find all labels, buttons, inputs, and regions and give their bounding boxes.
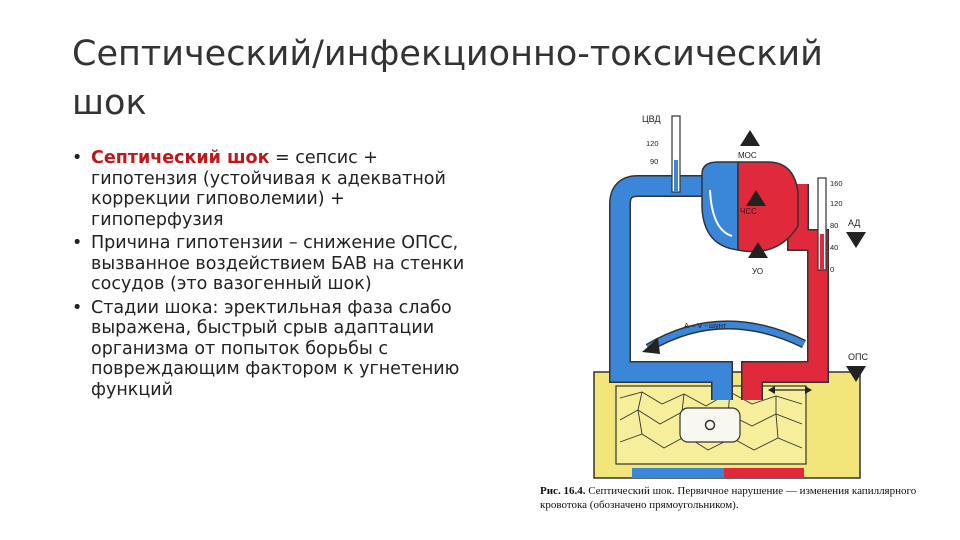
- ad-tick: 120: [830, 199, 843, 208]
- artery-pipe: [742, 184, 828, 400]
- ad-tick: 40: [830, 243, 838, 252]
- chss-up-arrow-icon: [746, 190, 766, 206]
- caption-figure-number: Рис. 16.4.: [540, 485, 586, 497]
- ad-label: АД: [848, 218, 860, 228]
- bullet-dot: •: [72, 233, 83, 253]
- bullet-item: • Септический шок = сепсис + гипотензия (…: [72, 148, 472, 230]
- bullet-item: • Стадии шока: эректильная фаза слабо выр…: [72, 298, 472, 401]
- uo-label: УО: [752, 267, 763, 276]
- bullet-text: Причина гипотензии – снижение ОПСС, вызв…: [91, 233, 465, 294]
- ops-down-arrow-icon: [846, 366, 866, 382]
- av-shunt-arc: [646, 322, 806, 351]
- heart-septum-line: [709, 189, 733, 237]
- exchange-arrow-left-icon: [768, 386, 775, 394]
- chss-label: ЧСС: [740, 207, 757, 216]
- arterial-tissue-flow: [724, 468, 804, 478]
- bullet-text: = сепсис + гипотензия (устойчивая к адек…: [91, 148, 446, 230]
- cell-nucleus: [704, 419, 716, 431]
- heart-right-side: [701, 161, 739, 251]
- uo-up-arrow-icon: [748, 242, 768, 258]
- ad-tick: 80: [830, 221, 838, 230]
- mos-up-arrow-icon: [740, 130, 760, 146]
- cvd-tick: 120: [646, 139, 659, 148]
- ad-down-arrow-icon: [846, 232, 866, 248]
- bullet-item: • Причина гипотензии – снижение ОПСС, выз…: [72, 233, 472, 295]
- exchange-arrow-right-icon: [805, 386, 812, 394]
- vein-pipe: [610, 176, 732, 400]
- ops-label: ОПС: [848, 352, 868, 362]
- ad-fill: [820, 234, 824, 270]
- caption-text: Септический шок. Первичное нарушение — и…: [540, 485, 917, 511]
- organ-cell: [679, 407, 741, 443]
- mos-label: МОС: [738, 151, 757, 160]
- ad-tick: 0: [830, 265, 834, 274]
- shunt-arrow-icon: [642, 338, 660, 354]
- figure-caption: Рис. 16.4. Септический шок. Первичное на…: [540, 484, 940, 512]
- slide-title: Септический/инфекционно-токсический шок: [72, 34, 823, 123]
- bullet-dot: •: [72, 148, 83, 168]
- venous-tissue-flow: [632, 468, 724, 478]
- cvd-fill: [674, 160, 678, 192]
- bullet-text: Стадии шока: эректильная фаза слабо выра…: [91, 297, 460, 400]
- cvd-tick: 90: [650, 157, 658, 166]
- bullet-dot: •: [72, 297, 83, 318]
- shunt-label: А – V - шунт: [684, 321, 727, 330]
- cvd-label: ЦВД: [642, 114, 661, 124]
- bullet-list: • Септический шок = сепсис + гипотензия (…: [72, 148, 472, 403]
- ad-tick: 160: [830, 179, 843, 188]
- bullet-highlight: Септический шок: [91, 148, 270, 168]
- septic-shock-diagram: А – V - шунт ЦВД 120 90 МОС ЧСС УО 160 1…: [593, 114, 868, 479]
